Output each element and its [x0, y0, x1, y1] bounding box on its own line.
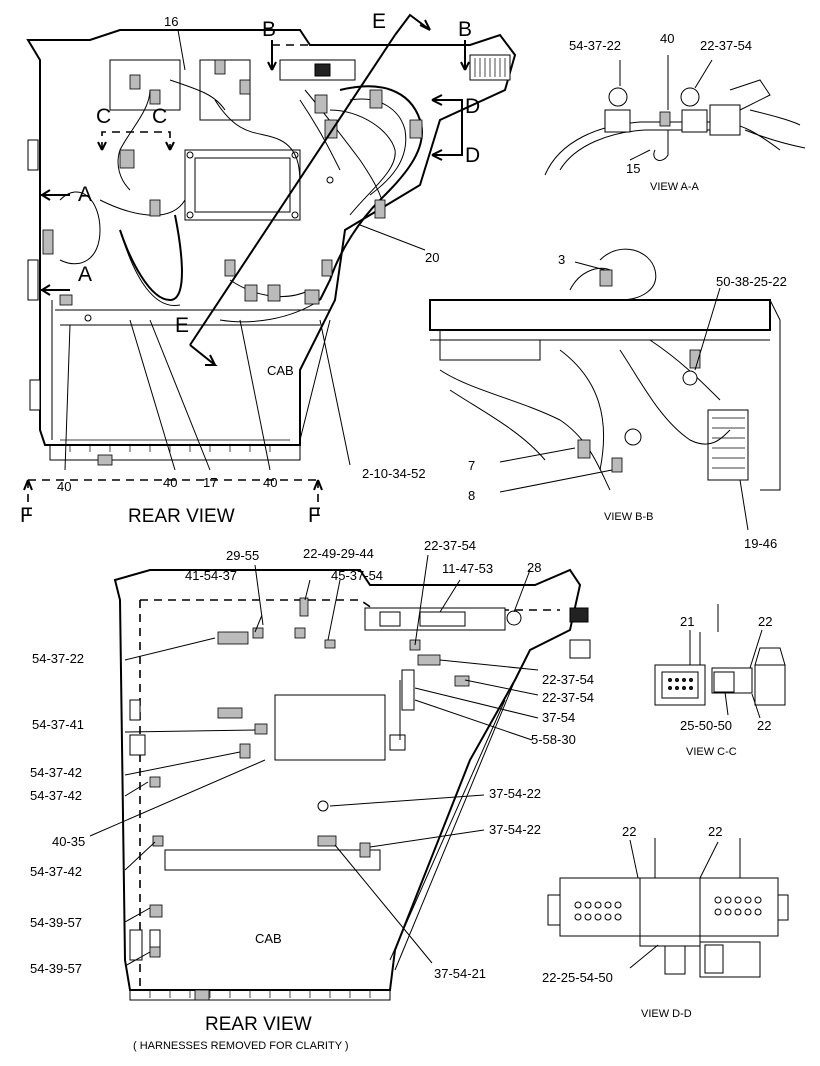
- callout-20: 20: [425, 250, 439, 265]
- top-rear-view-title: REAR VIEW: [128, 506, 235, 527]
- section-letter-a-bottom: A: [78, 263, 92, 286]
- section-letter-c-right: C: [152, 105, 167, 128]
- view-cc-title: VIEW C-C: [686, 746, 737, 758]
- callout-aa-40: 40: [660, 31, 674, 46]
- callout-bot-40-35: 40-35: [52, 834, 85, 849]
- view-dd-title: VIEW D-D: [641, 1008, 692, 1020]
- cab-outline: [26, 29, 517, 446]
- callout-cc-22-top: 22: [758, 614, 772, 629]
- callout-bot-54-37-41: 54-37-41: [32, 717, 84, 732]
- callout-bot-54-37-42-b: 54-37-42: [30, 788, 82, 803]
- callout-bot-22-37-54-b: 22-37-54: [542, 690, 594, 705]
- section-letter-e-top: E: [372, 10, 386, 33]
- callout-bb-7: 7: [468, 458, 475, 473]
- dd-left-pins: [574, 901, 622, 921]
- dd-right-pins: [714, 896, 762, 916]
- cab-outline-bottom: [113, 568, 582, 991]
- top-rear-view: [23, 13, 517, 520]
- callout-aa-54-37-22: 54-37-22: [569, 38, 621, 53]
- view-bb-title: VIEW B-B: [604, 511, 654, 523]
- view-aa-title: VIEW A-A: [650, 181, 700, 193]
- callout-bot-54-37-22: 54-37-22: [32, 651, 84, 666]
- callout-bb-8: 8: [468, 488, 475, 503]
- callout-40-c: 40: [263, 475, 277, 490]
- view-cc-drawing: [654, 604, 786, 719]
- callout-bot-22-37-54-a: 22-37-54: [542, 672, 594, 687]
- section-letter-b-left: B: [262, 18, 276, 41]
- section-letter-e-bottom: E: [175, 314, 189, 337]
- view-aa-drawing: [544, 55, 806, 176]
- bottom-rear-view-title: REAR VIEW: [205, 1014, 312, 1035]
- callout-aa-15: 15: [626, 161, 640, 176]
- callout-bot-37-54-21: 37-54-21: [434, 966, 486, 981]
- callout-dd-22-right: 22: [708, 824, 722, 839]
- section-letter-f-left: F: [20, 504, 33, 527]
- callout-bot-11-47-53: 11-47-53: [442, 561, 493, 576]
- callout-bot-54-37-42-c: 54-37-42: [30, 864, 82, 879]
- callout-bot-5-58-30: 5-58-30: [531, 732, 576, 747]
- section-letter-f-right: F: [308, 504, 321, 527]
- callout-bot-22-37-54-top: 22-37-54: [424, 538, 476, 553]
- section-letter-d-top: D: [465, 95, 480, 118]
- callout-2-10-34-52: 2-10-34-52: [362, 466, 426, 481]
- view-dd-drawing: [547, 838, 789, 978]
- bottom-rear-view: [89, 554, 591, 1001]
- section-letter-d-bottom: D: [465, 144, 480, 167]
- view-bb-drawing: [429, 248, 781, 531]
- callout-bot-37-54: 37-54: [542, 710, 575, 725]
- callout-bot-54-39-57-b: 54-39-57: [30, 961, 82, 976]
- callout-dd-22-left: 22: [622, 824, 636, 839]
- callout-16: 16: [164, 14, 178, 29]
- callout-bb-3: 3: [558, 252, 565, 267]
- callout-cc-21: 21: [680, 614, 694, 629]
- main-harness: [319, 85, 423, 301]
- callout-bot-28: 28: [527, 560, 541, 575]
- section-letter-a-top: A: [78, 183, 92, 206]
- callout-bot-41-54-37: 41-54-37: [185, 568, 237, 583]
- callout-bb-19-46: 19-46: [744, 536, 777, 551]
- section-letter-b-right: B: [458, 18, 472, 41]
- callout-cc-22-bottom: 22: [757, 718, 771, 733]
- callout-bot-37-54-22-b: 37-54-22: [489, 822, 541, 837]
- bottom-rear-view-subtitle: ( HARNESSES REMOVED FOR CLARITY ): [133, 1040, 349, 1052]
- section-letter-c-left: C: [96, 105, 111, 128]
- callout-bot-54-39-57-a: 54-39-57: [30, 915, 82, 930]
- callout-cc-25-50-50: 25-50-50: [680, 718, 732, 733]
- fuse-block: [707, 409, 749, 481]
- callout-bot-54-37-42-a: 54-37-42: [30, 765, 82, 780]
- callout-40-a: 40: [57, 479, 71, 494]
- callout-bot-22-49-29-44: 22-49-29-44: [303, 546, 374, 561]
- callout-40-b: 40: [163, 475, 177, 490]
- callout-bb-50-38-25-22: 50-38-25-22: [716, 274, 787, 289]
- callout-bot-45-37-54: 45-37-54: [331, 568, 383, 583]
- callout-bot-29-55: 29-55: [226, 548, 259, 563]
- callout-aa-22-37-54: 22-37-54: [700, 38, 752, 53]
- callout-17: 17: [203, 475, 217, 490]
- callout-dd-22-25-54-50: 22-25-54-50: [542, 970, 613, 985]
- cab-label-bottom: CAB: [255, 931, 282, 946]
- cab-label-top: CAB: [267, 363, 294, 378]
- callout-bot-37-54-22-a: 37-54-22: [489, 786, 541, 801]
